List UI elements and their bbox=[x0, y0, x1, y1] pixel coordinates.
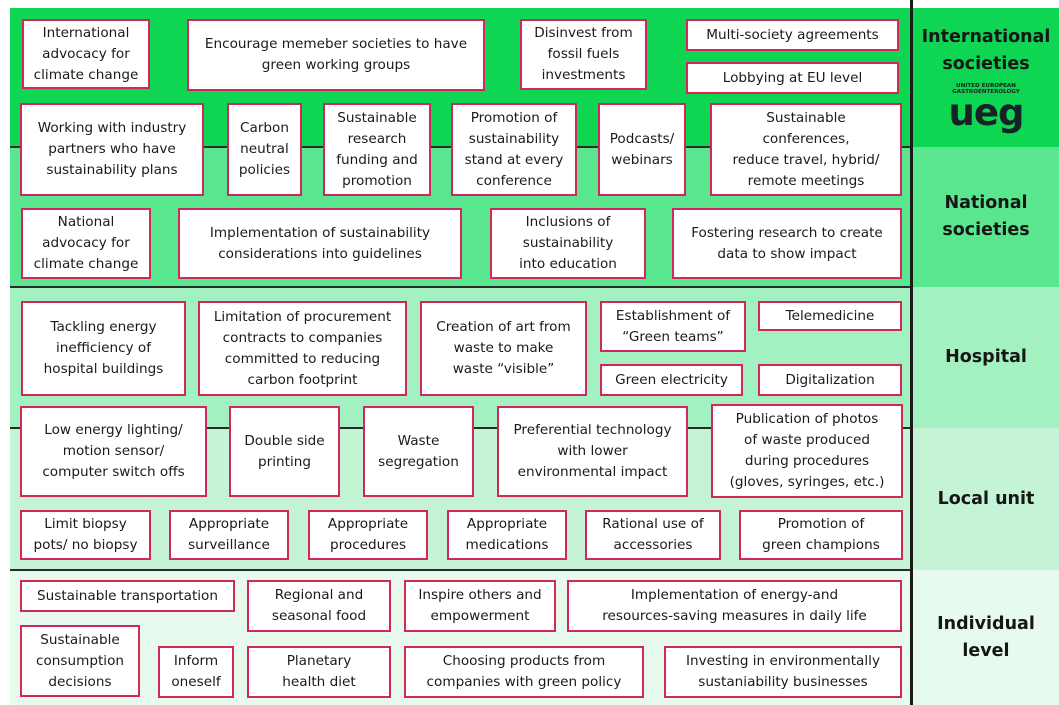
measure-box: Multi-society agreements bbox=[686, 19, 899, 51]
level-title-hospital: Hospital bbox=[945, 347, 1027, 367]
measure-box: Disinvest from fossil fuels investments bbox=[520, 19, 647, 90]
measure-box: Inform oneself bbox=[158, 646, 234, 698]
measure-box: Rational use of accessories bbox=[585, 510, 721, 560]
measure-box: Inclusions of sustainability into educat… bbox=[490, 208, 646, 279]
measure-box: Fostering research to create data to sho… bbox=[672, 208, 902, 279]
measure-box: Podcasts/ webinars bbox=[598, 103, 686, 196]
ueg-logo: ueg bbox=[948, 91, 1025, 134]
side-panel-individual: Individual level bbox=[913, 570, 1059, 705]
measure-box: Digitalization bbox=[758, 364, 902, 396]
measure-box: Lobbying at EU level bbox=[686, 62, 899, 94]
measure-box: Appropriate surveillance bbox=[169, 510, 289, 560]
divider-line bbox=[10, 569, 912, 571]
measure-box: Promotion of green champions bbox=[739, 510, 903, 560]
measure-box: Planetary health diet bbox=[247, 646, 391, 698]
side-panel-national: National societies bbox=[913, 147, 1059, 287]
measure-box: Low energy lighting/ motion sensor/ comp… bbox=[20, 406, 207, 497]
measure-box: Investing in environmentally sustaniabil… bbox=[664, 646, 902, 698]
measure-box: Sustainable transportation bbox=[20, 580, 235, 612]
measure-box: Limit biopsy pots/ no biopsy bbox=[20, 510, 151, 560]
side-panel-local: Local unit bbox=[913, 428, 1059, 570]
measure-box: Sustainable conferences, reduce travel, … bbox=[710, 103, 902, 196]
measure-box: International advocacy for climate chang… bbox=[22, 19, 150, 89]
measure-box: Inspire others and empowerment bbox=[404, 580, 556, 632]
measure-box: Carbon neutral policies bbox=[227, 103, 302, 196]
measure-box: Working with industry partners who have … bbox=[20, 103, 204, 196]
measure-box: Tackling energy inefficiency of hospital… bbox=[21, 301, 186, 396]
measure-box: Telemedicine bbox=[758, 301, 902, 331]
measure-box: Promotion of sustainability stand at eve… bbox=[451, 103, 577, 196]
measure-box: Sustainable research funding and promoti… bbox=[323, 103, 431, 196]
logo-subtitle: UNITED EUROPEAN GASTROENTEROLOGY bbox=[952, 83, 1020, 95]
vertical-divider bbox=[910, 0, 913, 705]
measure-box: Establishment of “Green teams” bbox=[600, 301, 746, 352]
level-title-local: Local unit bbox=[937, 488, 1035, 509]
measure-box: Double side printing bbox=[229, 406, 340, 497]
measure-box: Publication of photos of waste produced … bbox=[711, 404, 903, 498]
measure-box: Regional and seasonal food bbox=[247, 580, 391, 632]
measure-box: Appropriate procedures bbox=[308, 510, 428, 560]
measure-box: Implementation of sustainability conside… bbox=[178, 208, 462, 279]
level-title-international: International societies bbox=[921, 27, 1051, 74]
divider-line bbox=[10, 286, 912, 288]
measure-box: Sustainable consumption decisions bbox=[20, 625, 140, 697]
measure-box: Creation of art from waste to make waste… bbox=[420, 301, 587, 396]
measure-box: Encourage memeber societies to have gree… bbox=[187, 19, 485, 91]
side-panel-hospital: Hospital bbox=[913, 287, 1059, 428]
side-panel-international: International societies UNITED EUROPEAN … bbox=[913, 8, 1059, 147]
measure-box: Green electricity bbox=[600, 364, 743, 396]
measure-box: Implementation of energy-and resources-s… bbox=[567, 580, 902, 632]
measure-box: Appropriate medications bbox=[447, 510, 567, 560]
measure-box: Limitation of procurement contracts to c… bbox=[198, 301, 407, 396]
measure-box: Choosing products from companies with gr… bbox=[404, 646, 644, 698]
measure-box: National advocacy for climate change bbox=[21, 208, 151, 279]
level-title-national: National societies bbox=[942, 193, 1030, 240]
level-title-individual: Individual level bbox=[937, 613, 1035, 661]
measure-box: Preferential technology with lower envir… bbox=[497, 406, 688, 497]
measure-box: Waste segregation bbox=[363, 406, 474, 497]
